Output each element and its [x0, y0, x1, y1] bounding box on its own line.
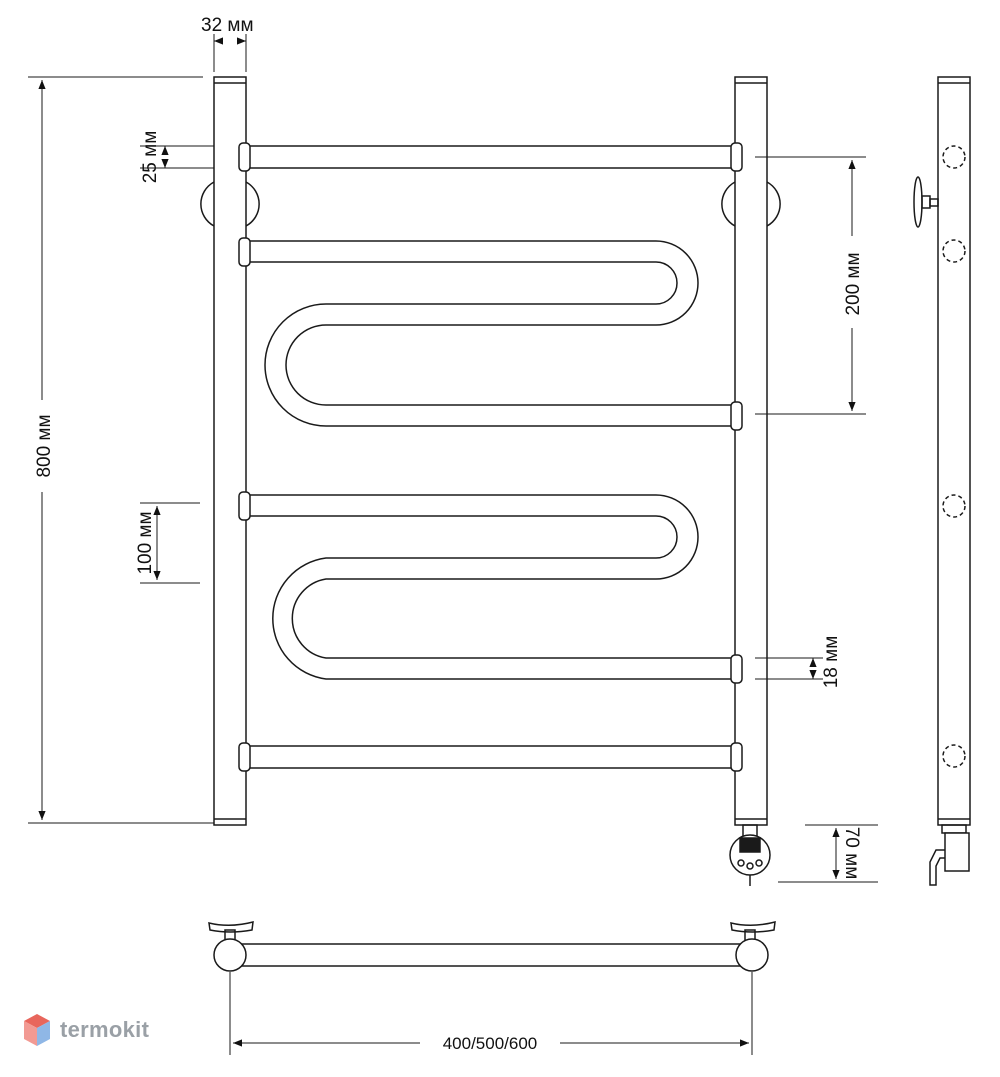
heater-thermostat — [729, 824, 771, 886]
brand-cube-icon — [24, 1014, 50, 1046]
top-straight-bar — [243, 145, 739, 169]
wall-bracket-left — [200, 181, 215, 227]
left-post — [213, 76, 247, 826]
top-view — [208, 920, 776, 972]
dim-top-offset: 25 мм — [140, 131, 161, 184]
upper-serpentine-bar — [245, 240, 739, 427]
dim-bar-diameter: 18 мм — [821, 636, 842, 689]
lower-serpentine-bar — [245, 494, 739, 680]
dim-heater-height: 70 мм — [841, 827, 862, 880]
side-view — [913, 76, 971, 886]
bottom-straight-bar — [243, 745, 739, 769]
brand-name: termokit — [60, 1017, 150, 1042]
dim-connection-distance: 200 мм — [843, 252, 864, 315]
brand-logo: termokit — [22, 1012, 149, 1048]
dim-width-options: 400/500/600 — [443, 1034, 538, 1053]
dim-height: 800 мм — [34, 414, 55, 477]
dim-pipe-diameter: 32 мм — [201, 15, 254, 36]
dim-bar-spacing: 100 мм — [135, 511, 156, 574]
wall-bracket-right — [721, 181, 736, 227]
right-post — [734, 76, 768, 826]
